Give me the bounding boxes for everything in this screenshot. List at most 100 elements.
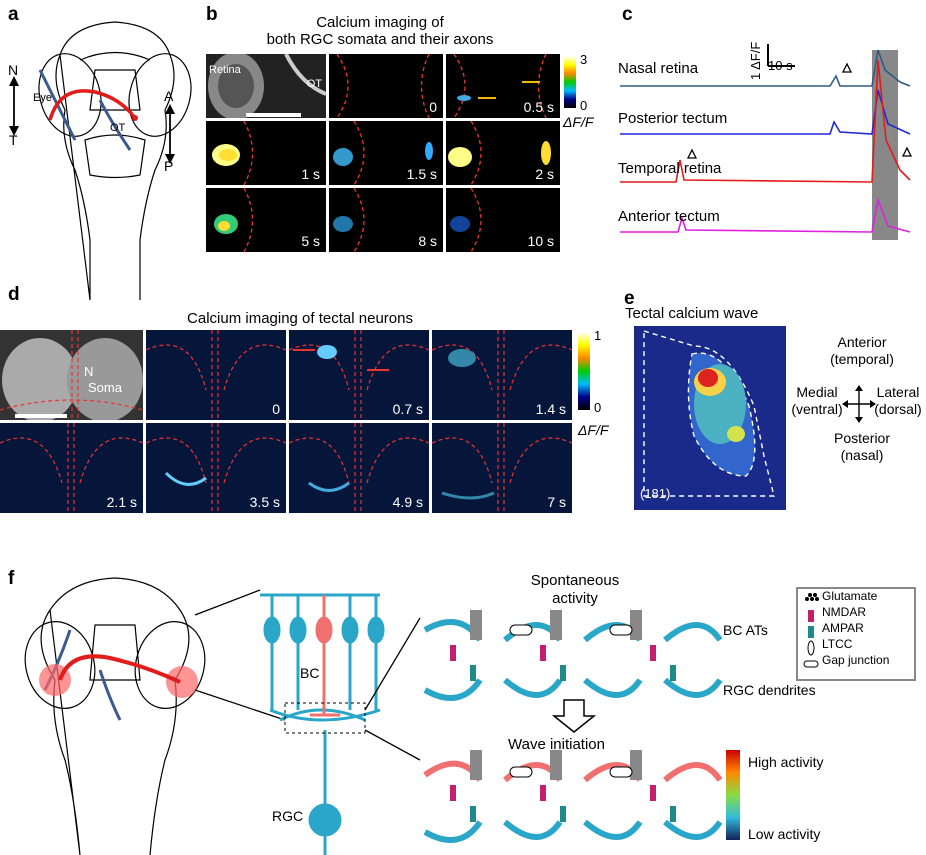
circuit-model-diagram xyxy=(24,577,916,855)
frame-time: 0 xyxy=(272,401,280,417)
temporal-label: (temporal) xyxy=(830,351,894,367)
frame-tile: 5 s xyxy=(206,188,326,252)
cross-arrows-icon xyxy=(842,385,876,423)
spontaneous-activity-label: Spontaneous activity xyxy=(520,572,630,608)
axis-p-label: P xyxy=(164,158,174,174)
anterior-label: Anterior xyxy=(837,334,887,350)
scale-bar xyxy=(246,113,301,117)
colorbar-b-max: 3 xyxy=(580,52,588,67)
gap-junction-icon xyxy=(803,660,819,668)
axis-n-label: N xyxy=(8,62,19,78)
event-marker xyxy=(686,148,698,159)
trace-label-nasal-retina: Nasal retina xyxy=(618,60,699,77)
frame-time: 0.5 s xyxy=(523,99,554,115)
scale-x-label: 10 s xyxy=(768,58,793,73)
event-marker xyxy=(841,62,853,73)
frame-tile: 2 s xyxy=(446,121,560,185)
panel-b-title: Calcium imaging of both RGC somata and t… xyxy=(230,14,530,48)
legend-glutamate: Glutamate xyxy=(822,589,878,603)
trace-posterior-tectum xyxy=(620,89,911,135)
frame-time: 1.5 s xyxy=(406,166,437,182)
trace-anterior-tectum xyxy=(620,197,911,233)
colorbar-d xyxy=(578,332,590,410)
nasal-label: (nasal) xyxy=(840,447,884,463)
trace-label-temporal-retina: Temporal retina xyxy=(618,160,722,177)
wave-count: (181) xyxy=(640,486,671,501)
colorbar-b-min: 0 xyxy=(580,98,588,113)
medial-label: Medial xyxy=(796,384,838,400)
calcium-traces-plot xyxy=(620,44,913,240)
frame-tile: 1.5 s xyxy=(329,121,443,185)
high-activity-label: High activity xyxy=(748,754,824,770)
bc-label: BC xyxy=(300,665,320,681)
ot-tile-label: OT xyxy=(306,78,322,90)
retina-label: Retina xyxy=(209,64,241,76)
nmdar-icon xyxy=(808,610,814,622)
colorbar-b-unit: ΔF/F xyxy=(563,114,594,130)
colorbar-d-max: 1 xyxy=(594,328,602,343)
low-activity-label: Low activity xyxy=(748,826,821,842)
orientation-anterior: Anterior (temporal) xyxy=(814,334,910,368)
panel-e-title: Tectal calcium wave xyxy=(625,305,759,322)
panel-b-title-line2: both RGC somata and their axons xyxy=(266,31,494,48)
frame-time: 8 s xyxy=(418,233,437,249)
legend-ampar: AMPAR xyxy=(822,621,864,635)
panel-a-label: a xyxy=(8,4,19,25)
scale-bar xyxy=(15,414,67,418)
spontaneous-line1: Spontaneous xyxy=(530,572,620,589)
frame-tile: 8 s xyxy=(329,188,443,252)
ot-label: OT xyxy=(110,122,126,134)
panel-d-label: d xyxy=(8,284,20,305)
lateral-label: Lateral xyxy=(876,384,920,400)
frame-tile: 1 s xyxy=(206,121,326,185)
zebrafish-dorsal-diagram xyxy=(9,21,192,300)
transition-arrow xyxy=(551,699,597,733)
frame-time: 1 s xyxy=(301,166,320,182)
legend-ltcc: LTCC xyxy=(822,637,853,651)
panel-d-title: Calcium imaging of tectal neurons xyxy=(187,310,413,327)
axis-a-label: A xyxy=(164,88,174,104)
posterior-label: Posterior xyxy=(833,430,891,446)
ventral-label: (ventral) xyxy=(791,401,843,417)
ampar-icon xyxy=(808,626,814,638)
colorbar-d-min: 0 xyxy=(594,400,602,415)
tectum-reference-tile: N Soma xyxy=(0,330,143,420)
frame-time: 3.5 s xyxy=(249,494,280,510)
spontaneous-line2: activity xyxy=(552,590,598,607)
legend-entries: Glutamate NMDAR AMPAR LTCC Gap junction xyxy=(822,588,889,668)
panel-b-label: b xyxy=(206,4,218,25)
bc-ats-label: BC ATs xyxy=(723,622,768,638)
frame-time: 5 s xyxy=(301,233,320,249)
frame-tile: 4.9 s xyxy=(289,423,429,513)
frame-tile: 7 s xyxy=(432,423,572,513)
trace-label-posterior-tectum: Posterior tectum xyxy=(618,110,728,127)
frame-tile: 0.5 s xyxy=(446,54,560,118)
panel-f-label: f xyxy=(8,568,15,589)
legend-nmdar: NMDAR xyxy=(822,605,866,619)
panel-b-title-line1: Calcium imaging of xyxy=(316,14,444,31)
frame-tile: 2.1 s xyxy=(0,423,143,513)
frame-time: 2.1 s xyxy=(106,494,137,510)
scale-y-label: 1 ΔF/F xyxy=(748,41,763,80)
frame-tile: 0 xyxy=(329,54,443,118)
frame-time: 10 s xyxy=(527,233,554,249)
event-marker xyxy=(901,146,913,157)
neuropil-n-label: N xyxy=(84,364,94,379)
frame-tile: 0 xyxy=(146,330,286,420)
ltcc-icon xyxy=(807,640,815,656)
retina-ot-reference-tile: Retina OT xyxy=(206,54,326,118)
wave-initiation-label: Wave initiation xyxy=(508,736,605,753)
panel-c-label: c xyxy=(622,4,633,25)
frame-time: 1.4 s xyxy=(535,401,566,417)
activity-colorbar xyxy=(726,750,740,840)
dorsal-label: (dorsal) xyxy=(874,401,922,417)
tectal-wave-map: (181) xyxy=(634,326,786,510)
axis-t-label: T xyxy=(9,132,18,148)
frame-tile: 10 s xyxy=(446,188,560,252)
colorbar-d-unit: ΔF/F xyxy=(578,422,609,438)
frame-tile: 0.7 s xyxy=(289,330,429,420)
rgc-dendrites-label: RGC dendrites xyxy=(723,682,816,698)
rgc-label: RGC xyxy=(272,808,304,824)
orientation-posterior: Posterior (nasal) xyxy=(814,430,910,464)
frame-tile: 1.4 s xyxy=(432,330,572,420)
